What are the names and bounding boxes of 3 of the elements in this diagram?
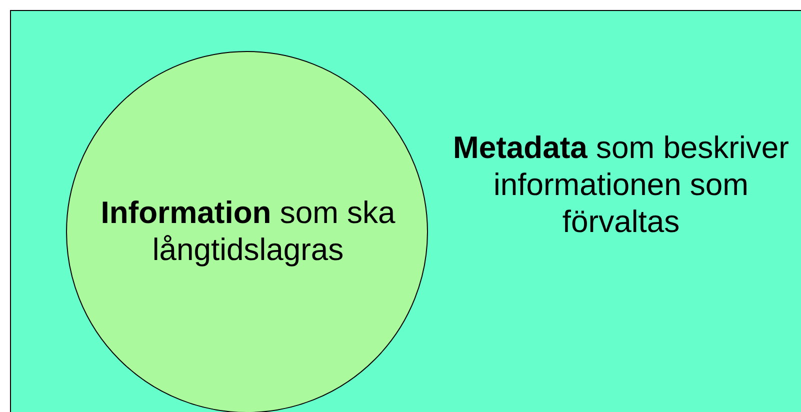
- node-text: Metadata som beskriver informationen som förvaltas: [452, 129, 790, 240]
- node-text: Information som ska långtidslagras: [100, 194, 396, 268]
- panel-background: [10, 10, 801, 412]
